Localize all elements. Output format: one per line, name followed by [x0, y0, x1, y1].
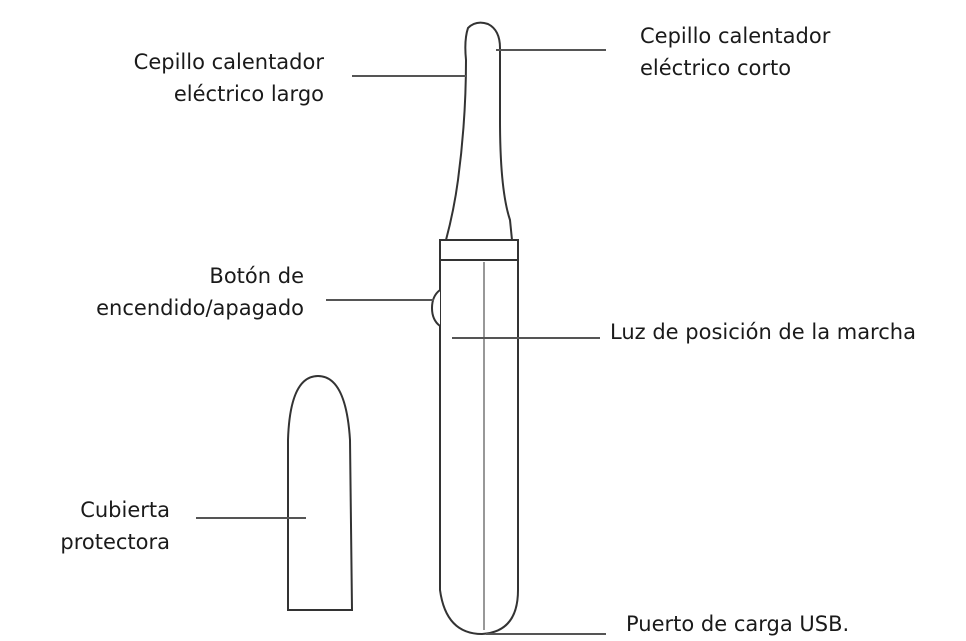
power-button-icon	[430, 289, 441, 327]
label-protective-cover: Cubierta protectora	[60, 498, 170, 554]
label-long-brush: Cepillo calentador eléctrico largo	[133, 50, 324, 106]
protective-cover	[287, 374, 354, 611]
label-power-button: Botón de encendido/apagado	[96, 264, 304, 320]
label-short-brush: Cepillo calentador eléctrico corto	[640, 24, 831, 80]
brush-collar	[439, 239, 519, 261]
label-usb-port: Puerto de carga USB.	[626, 612, 850, 636]
brush-head	[444, 21, 514, 241]
label-gear-light: Luz de posición de la marcha	[610, 320, 916, 344]
handle-body	[439, 259, 519, 636]
